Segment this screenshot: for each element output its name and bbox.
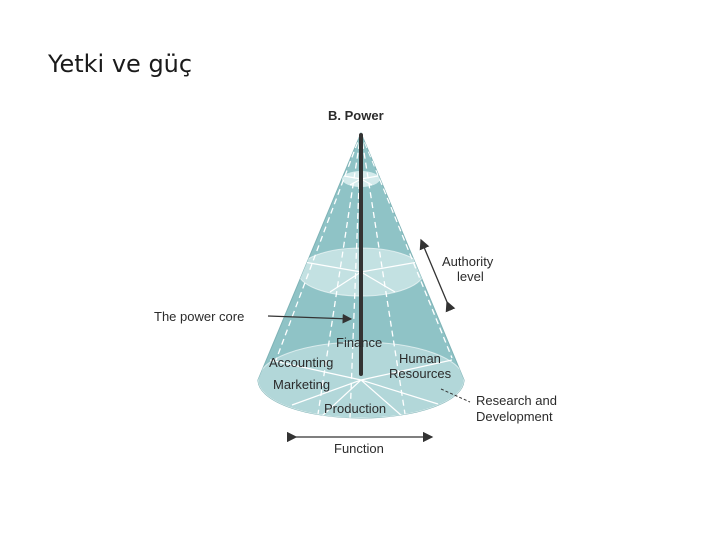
label-accounting: Accounting	[269, 355, 333, 370]
authority-label-line2: level	[457, 269, 484, 284]
function-axis-label: Function	[334, 441, 384, 456]
authority-label-line1: Authority	[442, 254, 494, 269]
label-production: Production	[324, 401, 386, 416]
label-finance: Finance	[336, 335, 382, 350]
label-human-line1: Human	[399, 351, 441, 366]
diagram-heading: B. Power	[328, 108, 384, 123]
rd-label-line2: Development	[476, 409, 553, 424]
label-human-line2: Resources	[389, 366, 452, 381]
label-marketing: Marketing	[273, 377, 330, 392]
rd-label-line1: Research and	[476, 393, 557, 408]
power-core-label: The power core	[154, 309, 244, 324]
